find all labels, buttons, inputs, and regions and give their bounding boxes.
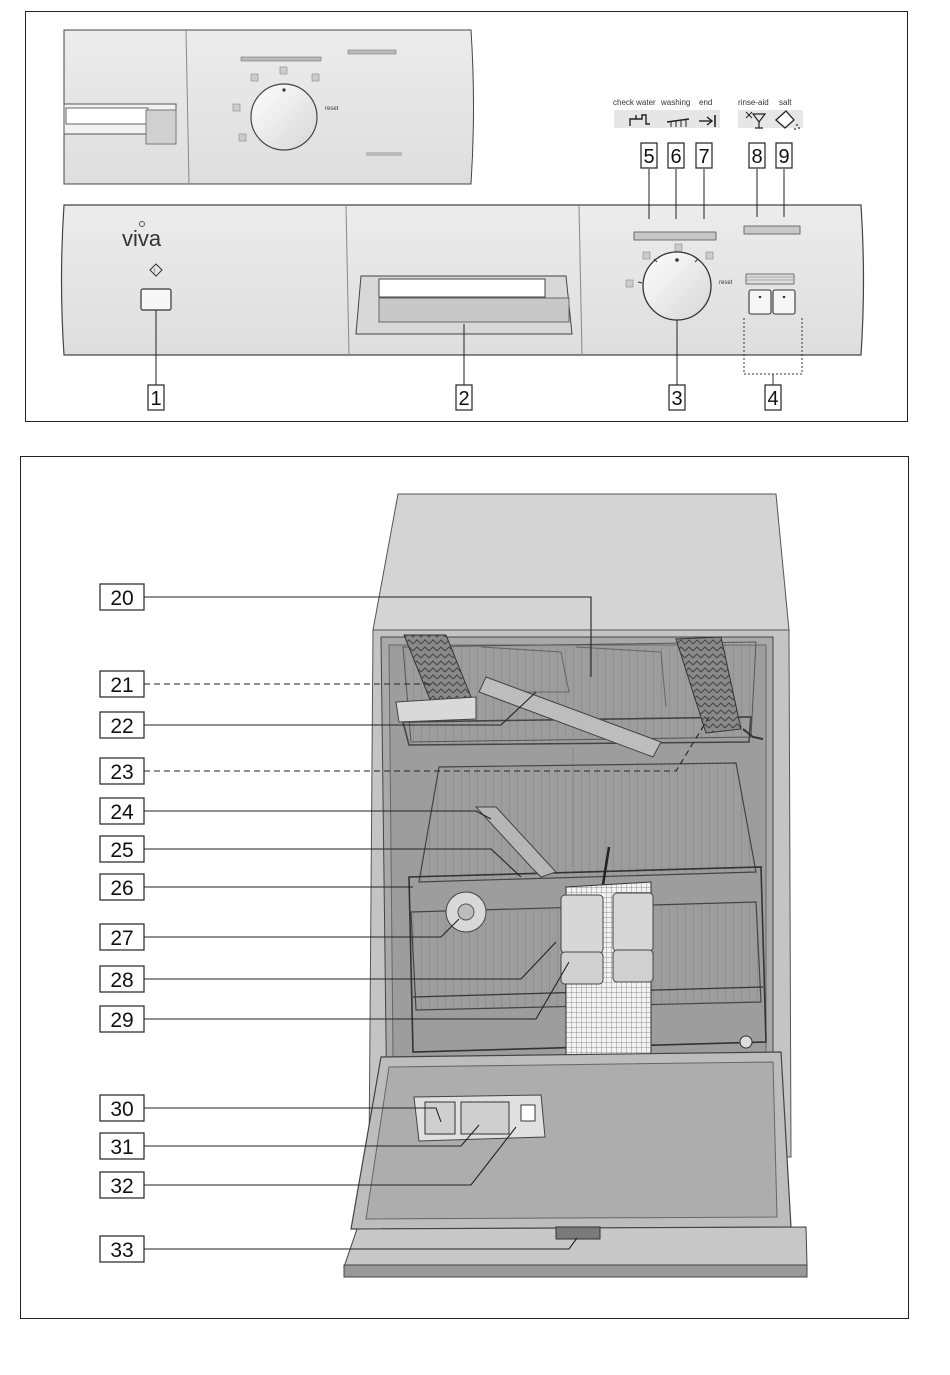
callout-9: 9 [776, 143, 792, 168]
callout-28: 28 [100, 966, 144, 992]
svg-text:5: 5 [643, 146, 654, 168]
callout-8: 8 [749, 143, 765, 168]
svg-text:2: 2 [458, 388, 469, 410]
callout-7: 7 [696, 143, 712, 168]
svg-text:9: 9 [778, 146, 789, 168]
svg-text:28: 28 [110, 969, 133, 992]
reset-label: reset [719, 280, 733, 286]
svg-text:1: 1 [150, 388, 161, 410]
callout-3: 3 [669, 385, 685, 410]
callout-4: 4 [765, 385, 781, 410]
svg-text:30: 30 [110, 1098, 133, 1121]
label-end: end [699, 98, 712, 107]
callout-33: 33 [100, 1236, 144, 1262]
callout-29: 29 [100, 1006, 144, 1032]
control-panel-figure: reset viva ! [25, 11, 908, 422]
label-salt: salt [779, 98, 792, 107]
callout-2: 2 [456, 385, 472, 410]
callout-32: 32 [100, 1172, 144, 1198]
control-panel-svg: reset viva ! [26, 12, 906, 420]
panel-detail-view: reset [64, 30, 474, 184]
programme-selector-knob[interactable] [643, 252, 711, 320]
svg-text:29: 29 [110, 1009, 133, 1032]
programme-button-1[interactable] [749, 290, 771, 314]
interior-figure: 20 21 22 23 24 25 26 27 28 29 30 31 32 3… [20, 456, 909, 1319]
svg-text:24: 24 [110, 801, 134, 824]
callout-30: 30 [100, 1095, 144, 1121]
label-check-water: check water [613, 98, 656, 107]
callout-26: 26 [100, 874, 144, 900]
on-off-switch[interactable] [141, 289, 171, 310]
callout-31: 31 [100, 1133, 144, 1159]
callout-1: 1 [148, 385, 164, 410]
indicator-strip-refill [744, 226, 800, 234]
callout-5: 5 [641, 143, 657, 168]
svg-text:26: 26 [110, 877, 133, 900]
door [344, 1052, 807, 1277]
indicator-strip-status [634, 232, 716, 240]
interior-svg: 20 21 22 23 24 25 26 27 28 29 30 31 32 3… [21, 457, 907, 1317]
svg-text:6: 6 [670, 146, 681, 168]
svg-text:4: 4 [767, 388, 778, 410]
svg-text:33: 33 [110, 1239, 133, 1262]
detail-program-knob [251, 84, 317, 150]
svg-text:21: 21 [110, 674, 133, 697]
label-rinse-aid: rinse-aid [738, 98, 769, 107]
callout-22: 22 [100, 712, 144, 738]
callout-20: 20 [100, 584, 144, 610]
svg-text:22: 22 [110, 715, 133, 738]
programme-button-2[interactable] [773, 290, 795, 314]
svg-text:31: 31 [110, 1136, 133, 1159]
svg-text:27: 27 [110, 927, 133, 950]
label-washing: washing [660, 98, 690, 107]
brand-logo: viva [122, 226, 162, 251]
svg-text:25: 25 [110, 839, 133, 862]
callout-6: 6 [668, 143, 684, 168]
indicator-labels: check water washing end rinse-aid salt [613, 98, 803, 130]
callout-25: 25 [100, 836, 144, 862]
callout-24: 24 [100, 798, 144, 824]
svg-text:3: 3 [671, 388, 682, 410]
main-control-panel: viva ! reset [62, 205, 864, 385]
callout-21: 21 [100, 671, 144, 697]
svg-text:32: 32 [110, 1175, 133, 1198]
detail-reset-label: reset [325, 106, 339, 112]
svg-text:8: 8 [751, 146, 762, 168]
callout-23: 23 [100, 758, 144, 784]
door-latch[interactable] [556, 1227, 600, 1239]
svg-text:7: 7 [698, 146, 709, 168]
callout-27: 27 [100, 924, 144, 950]
svg-text:23: 23 [110, 761, 133, 784]
svg-text:20: 20 [110, 587, 133, 610]
